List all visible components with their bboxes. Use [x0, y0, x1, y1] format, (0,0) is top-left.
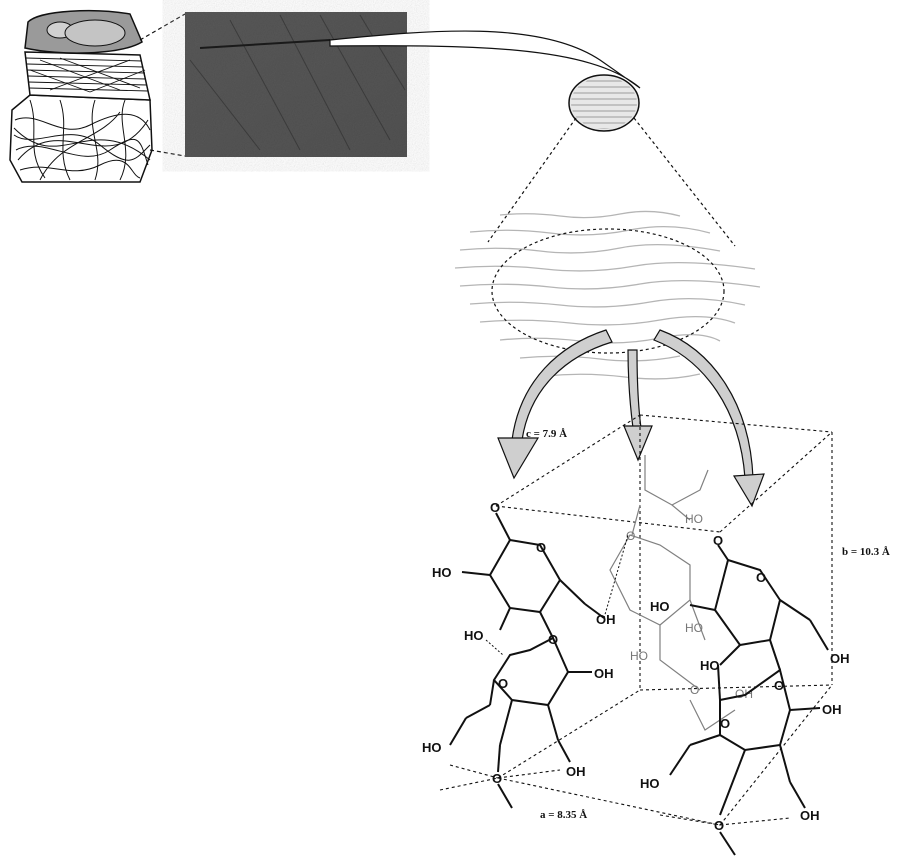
- zoom-cone: [488, 118, 735, 246]
- cell-a-label: a = 8.35 Å: [540, 809, 587, 821]
- right-chain-labels: O O HO HO O OH O OH HO OH O: [640, 533, 850, 833]
- back-oh-label: OH: [735, 687, 753, 701]
- right-link-o: O: [774, 678, 784, 693]
- right-oh-4: OH: [800, 808, 820, 823]
- left-bottom-o: O: [492, 771, 502, 786]
- back-ho-label-1: HO: [685, 512, 703, 526]
- microfibril-cross-section: [569, 75, 639, 131]
- right-oh-3: OH: [822, 702, 842, 717]
- right-arrow: [654, 330, 753, 478]
- cell-c-label: c = 7.9 Å: [526, 428, 567, 440]
- left-ring1-o: O: [536, 540, 546, 555]
- right-ho-3: HO: [640, 776, 660, 791]
- left-ho-1: HO: [432, 565, 452, 580]
- left-top-o: O: [490, 500, 500, 515]
- left-oh-3: OH: [594, 666, 614, 681]
- right-oh-ch2: OH: [830, 651, 850, 666]
- right-ring1-o: O: [756, 570, 766, 585]
- cell-b-label: b = 10.3 Å: [842, 546, 890, 558]
- back-ho-label-3: HO: [685, 621, 703, 635]
- right-bottom-o: O: [714, 818, 724, 833]
- fibril-micrograph: [185, 12, 407, 157]
- back-o-label-2: O: [690, 683, 699, 697]
- left-arrow: [512, 330, 612, 440]
- center-arrow: [628, 350, 641, 428]
- right-ho-1: HO: [650, 599, 670, 614]
- left-link-o: O: [548, 632, 558, 647]
- left-ring2-o: O: [498, 676, 508, 691]
- right-top-o: O: [713, 533, 723, 548]
- left-ho-2: HO: [464, 628, 484, 643]
- right-ring2-o: O: [720, 716, 730, 731]
- left-oh-ch2: OH: [596, 612, 616, 627]
- left-oh-4: OH: [566, 764, 586, 779]
- back-ho-label-2: HO: [630, 649, 648, 663]
- chain-bundle: [455, 211, 760, 378]
- left-ho-3: HO: [422, 740, 442, 755]
- right-ho-2: HO: [700, 658, 720, 673]
- cell-wall-block: [10, 11, 152, 182]
